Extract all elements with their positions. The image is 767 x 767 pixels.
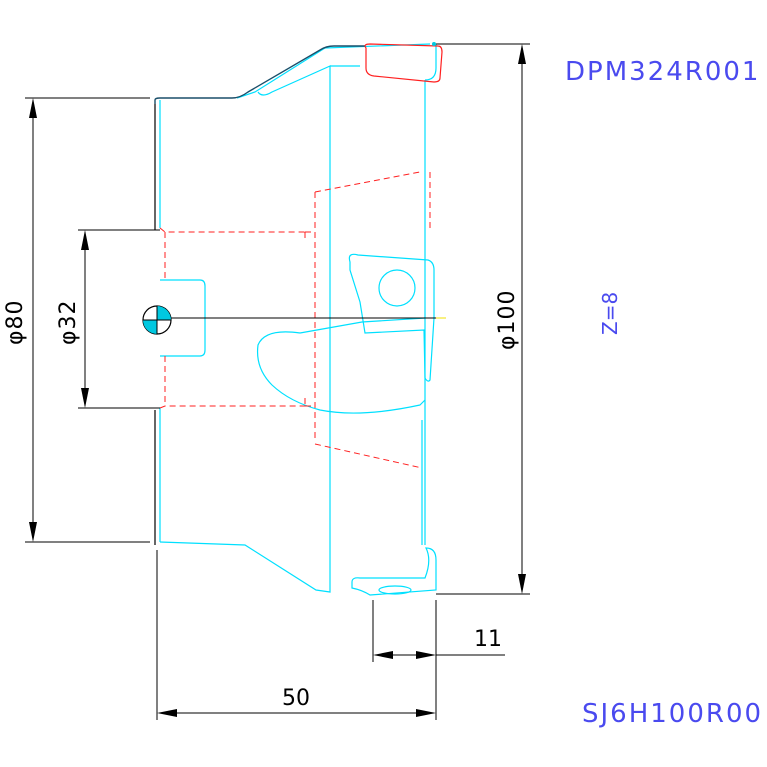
dimension-arrows — [29, 44, 526, 717]
body-right-face — [421, 80, 426, 545]
dim100-arrow-top — [518, 44, 526, 64]
cutter-body-outline — [159, 43, 437, 596]
body-top-profile — [236, 43, 431, 99]
insert-top-shape — [364, 43, 443, 83]
dim-label-100: φ100 — [495, 289, 520, 350]
hidden-bore-top — [159, 227, 305, 233]
bottom-screw-hole — [378, 585, 412, 595]
hidden-bottom-taper — [314, 443, 423, 469]
hidden-bore-bottom — [159, 405, 305, 409]
body-top-inner — [159, 65, 331, 593]
dim-label-11: 11 — [474, 627, 502, 652]
dim50-arrow-right — [416, 709, 436, 717]
insert-screw-hole — [378, 269, 416, 307]
center-mark-q1 — [157, 306, 171, 320]
chip-pocket-top — [299, 317, 426, 334]
hidden-inner-vertical — [305, 231, 316, 440]
dim80-arrow-top — [29, 98, 37, 118]
body-code-label: SJ6H100R00 — [582, 699, 763, 729]
chip-pocket — [256, 331, 426, 414]
dim80-arrow-bottom — [29, 522, 37, 542]
dim50-arrow-left — [157, 709, 177, 717]
insert-seat-top — [330, 44, 437, 81]
dimension-lines — [25, 43, 530, 720]
teeth-count-label: Z=8 — [598, 292, 622, 335]
dim11-arrow-left — [373, 651, 393, 659]
center-mark-q3 — [143, 320, 157, 334]
dim32-arrow-top — [81, 230, 89, 250]
dim32-arrow-bottom — [81, 388, 89, 408]
part-number-label: DPM324R001 — [565, 57, 760, 87]
hidden-inner-step — [304, 192, 316, 406]
top-profile-dark — [154, 45, 365, 104]
insert-corner-marker — [432, 42, 436, 46]
dim100-arrow-bottom — [518, 574, 526, 594]
dim-label-80: φ80 — [3, 299, 28, 345]
hidden-lines — [159, 171, 431, 469]
cutter-profile-dark — [154, 45, 365, 104]
dim-label-32: φ32 — [56, 299, 81, 345]
hidden-top-taper — [314, 171, 421, 193]
dim-label-50: 50 — [282, 686, 310, 711]
dim11-arrow-right — [416, 651, 436, 659]
insert-seat-bottom — [351, 547, 437, 596]
insert-top — [364, 43, 443, 83]
center-mark — [142, 305, 172, 335]
